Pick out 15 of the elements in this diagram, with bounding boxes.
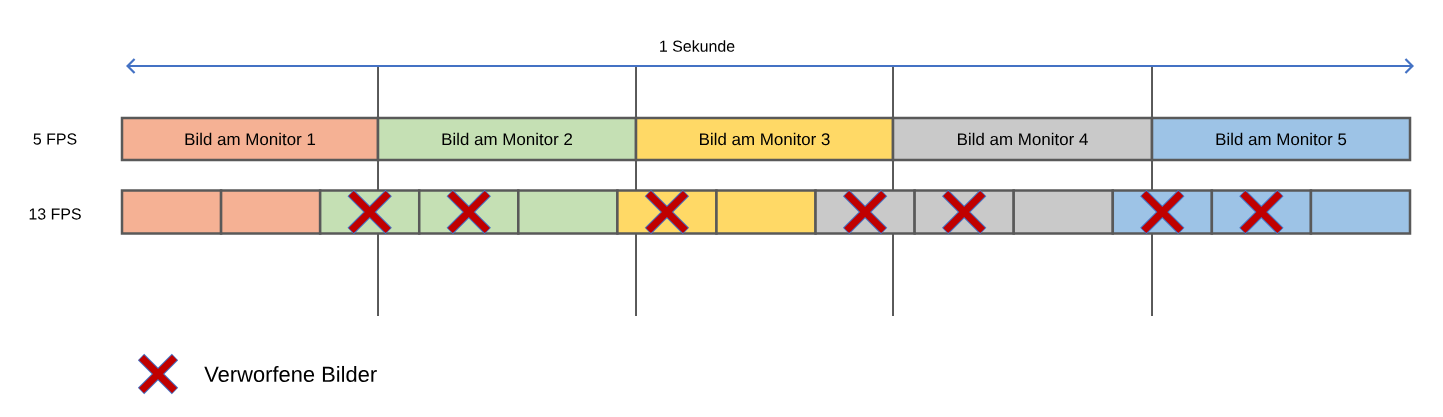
frame-box: Bild am Monitor 4: [891, 116, 1154, 162]
frame-box: Bild am Monitor 2: [376, 116, 638, 162]
dimension-label: 1 Sekunde: [660, 40, 735, 52]
frame-box: Bild am Monitor 1: [120, 116, 380, 162]
frame-box: [1309, 189, 1412, 235]
frame-box: [1012, 189, 1115, 235]
frame-box: Bild am Monitor 5: [1150, 116, 1412, 162]
frame-box: [219, 189, 322, 235]
frame-box: [517, 189, 619, 235]
frame-box: [715, 189, 817, 235]
row-label: 13 FPS: [29, 208, 81, 220]
frame-box: Bild am Monitor 3: [634, 116, 895, 162]
frame-box: [120, 189, 223, 235]
row-label: 5 FPS: [33, 133, 77, 145]
legend-label: Verworfene Bilder: [204, 365, 377, 383]
